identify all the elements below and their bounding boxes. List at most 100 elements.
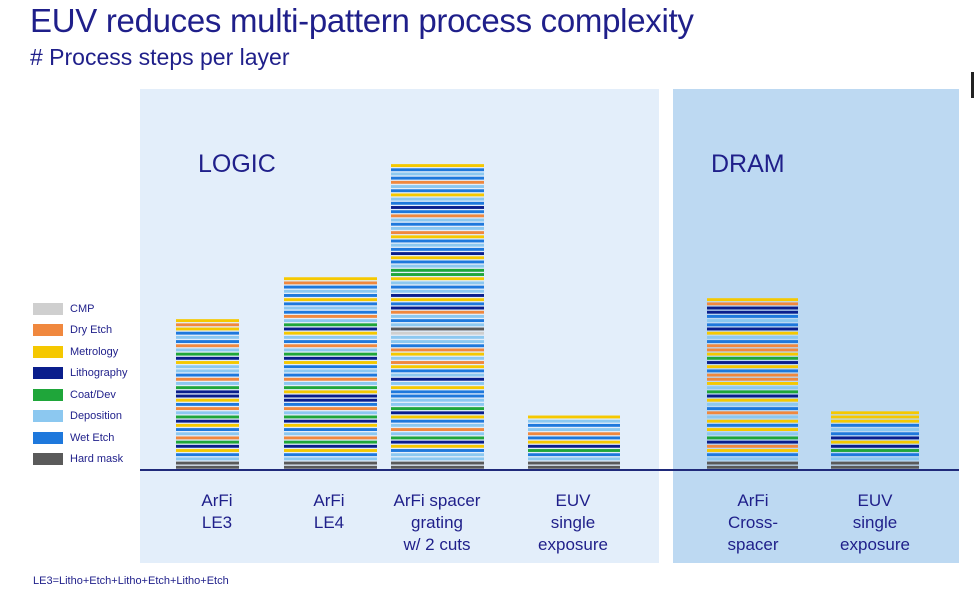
bar-segment-dry-etch — [176, 323, 239, 327]
bar-segment-wet-etch — [284, 402, 377, 406]
bar-segment-coat-dev — [391, 407, 484, 411]
bar-segment-wet-etch — [391, 344, 484, 348]
edge-mark — [971, 72, 974, 98]
bar-segment-wet-etch — [284, 365, 377, 369]
bar-segment-dry-etch — [391, 214, 484, 218]
legend-item-dry-etch: Dry Etch — [33, 320, 128, 342]
bar-segment-dry-etch — [707, 344, 798, 348]
bar-segment-deposition — [176, 432, 239, 436]
bar-segment-wet-etch — [831, 432, 919, 436]
bar-segment-deposition — [528, 457, 620, 461]
bar-segment-deposition — [391, 264, 484, 268]
bar-segment-metrology — [176, 398, 239, 402]
bar-segment-coat-dev — [391, 268, 484, 272]
bar-segment-metrology — [391, 415, 484, 419]
bar-segment-hard-mask — [707, 465, 798, 469]
bar-segment-deposition — [831, 428, 919, 431]
bar-segment-wet-etch — [176, 331, 239, 335]
bar-segment-wet-etch — [391, 222, 484, 226]
bar-segment-dry-etch — [391, 231, 484, 235]
bar-segment-metrology — [391, 444, 484, 448]
bar-segment-metrology — [831, 419, 919, 423]
bar-segment-metrology — [831, 411, 919, 415]
bar-segment-dry-etch — [391, 180, 484, 184]
bar-segment-deposition — [391, 281, 484, 285]
bar-segment-metrology — [391, 256, 484, 260]
bar-segment-wet-etch — [707, 407, 798, 411]
bar-segment-wet-etch — [284, 294, 377, 297]
bar-segment-dry-etch — [176, 407, 239, 411]
chart-subtitle: # Process steps per layer — [30, 44, 290, 70]
bar-segment-metrology — [707, 428, 798, 431]
bar-segment-wet-etch — [707, 323, 798, 327]
bar-segment-deposition — [391, 335, 484, 339]
bar-stack — [391, 164, 484, 469]
bar-segment-dry-etch — [707, 302, 798, 306]
bar-segment-wet-etch — [391, 449, 484, 452]
bar-segment-deposition — [391, 172, 484, 176]
bar-segment-deposition — [176, 348, 239, 352]
legend-label: Metrology — [70, 345, 119, 358]
bar-segment-wet-etch — [284, 285, 377, 289]
bar-segment-metrology — [707, 352, 798, 356]
bar-segment-deposition — [528, 419, 620, 423]
bar-segment-metrology — [176, 319, 239, 323]
bar-segment-dry-etch — [707, 411, 798, 415]
bar-stack — [831, 411, 919, 469]
bar-segment-wet-etch — [176, 402, 239, 406]
bar-segment-dry-etch — [176, 344, 239, 348]
bar-segment-lithography — [707, 327, 798, 331]
bar-segment-lithography — [707, 310, 798, 314]
bar-segment-deposition — [284, 306, 377, 310]
bar-segment-coat-dev — [176, 440, 239, 444]
bar-segment-deposition — [391, 218, 484, 222]
legend-swatch — [33, 388, 63, 401]
bar-segment-deposition — [707, 432, 798, 436]
bar-segment-wet-etch — [284, 453, 377, 457]
legend-item-metrology: Metrology — [33, 341, 128, 363]
bar-segment-lithography — [707, 440, 798, 444]
category-label: EUV single exposure — [538, 491, 608, 554]
bar-segment-lithography — [176, 444, 239, 448]
bar-segment-deposition — [284, 411, 377, 415]
bar-segment-coat-dev — [707, 356, 798, 360]
bar-segment-metrology — [707, 398, 798, 402]
bar-segment-dry-etch — [707, 377, 798, 381]
bar-segment-metrology — [528, 440, 620, 444]
bar-segment-hard-mask — [831, 465, 919, 469]
bar-segment-hard-mask — [176, 465, 239, 469]
bar-segment-deposition — [707, 415, 798, 419]
bar-segment-deposition — [831, 457, 919, 461]
bar-segment-metrology — [831, 415, 919, 419]
bar-segment-wet-etch — [391, 319, 484, 323]
legend-label: CMP — [70, 302, 95, 315]
bar-segment-deposition — [707, 386, 798, 390]
bar-segment-metrology — [284, 277, 377, 281]
bar-segment-wet-etch — [391, 302, 484, 306]
bar-segment-wet-etch — [391, 285, 484, 289]
bar-segment-dry-etch — [284, 436, 377, 440]
category-label: ArFi Cross- spacer — [727, 491, 779, 554]
footnote: LE3=Litho+Etch+Litho+Etch+Litho+Etch — [33, 575, 229, 587]
bar-segment-dry-etch — [176, 377, 239, 381]
bar-segment-metrology — [707, 331, 798, 335]
bar-segment-coat-dev — [284, 386, 377, 390]
chart-title: EUV reduces multi-pattern process comple… — [30, 2, 694, 39]
legend-label: Dry Etch — [70, 324, 113, 337]
bar-segment-lithography — [176, 356, 239, 360]
bar-segment-wet-etch — [707, 369, 798, 373]
bar-segment-wet-etch — [391, 201, 484, 205]
bar-segment-wet-etch — [391, 260, 484, 264]
bar-segment-lithography — [831, 444, 919, 448]
bar-segment-coat-dev — [707, 390, 798, 394]
bar-segment-wet-etch — [176, 453, 239, 457]
bar-segment-metrology — [391, 277, 484, 281]
bar-segment-deposition — [284, 335, 377, 339]
legend-label: Hard mask — [70, 453, 124, 466]
bar-segment-lithography — [707, 361, 798, 364]
legend-swatch — [33, 431, 63, 444]
legend-item-coat-dev: Coat/Dev — [33, 384, 128, 406]
bar-segment-metrology — [391, 193, 484, 197]
bar-segment-coat-dev — [284, 440, 377, 444]
